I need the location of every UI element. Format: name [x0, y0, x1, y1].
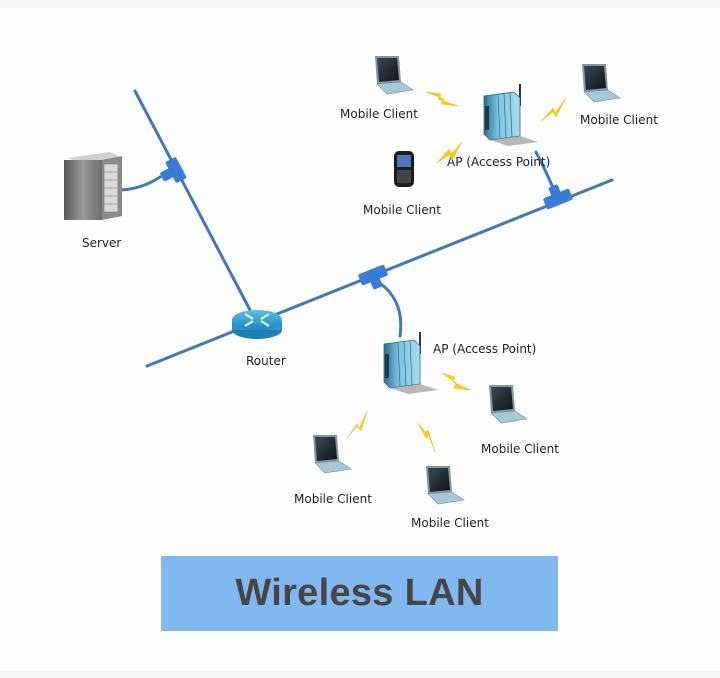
backbone-cable-a [133, 89, 252, 312]
client-top-right-label: Mobile Client [580, 113, 658, 127]
server-tower-icon [64, 152, 122, 220]
lightning-bolt-icon [436, 141, 463, 164]
laptop-icon [582, 64, 621, 103]
laptop-icon [313, 435, 352, 474]
router-label: Router [246, 354, 286, 368]
cables [116, 89, 614, 368]
t-connector-a [160, 157, 187, 183]
router-icon [232, 310, 282, 339]
lightning-bolt-icon [441, 372, 471, 391]
client-bottom-right-label: Mobile Client [481, 442, 559, 456]
access-point-icon [483, 84, 538, 146]
title-banner: Wireless LAN [161, 556, 558, 631]
smartphone-icon [394, 151, 414, 187]
t-connector-b [358, 264, 388, 290]
lightning-bolt-icon [346, 410, 368, 439]
laptop-icon [426, 466, 465, 505]
laptop-icon [375, 56, 414, 95]
ap-top-label: AP (Access Point) [447, 155, 550, 169]
client-top-left-label: Mobile Client [340, 107, 418, 121]
diagram-title: Wireless LAN [235, 572, 484, 614]
bottom-band [0, 671, 720, 678]
lightning-bolt-icon [425, 91, 459, 107]
top-band [0, 0, 720, 8]
lightning-bolt-icon [540, 97, 567, 122]
client-bottom-left-label: Mobile Client [294, 492, 372, 506]
lightning-bolt-icon [417, 422, 436, 453]
client-bottom-mid-label: Mobile Client [411, 516, 489, 530]
client-phone-label: Mobile Client [363, 203, 441, 217]
t-connector-c [543, 184, 573, 210]
laptop-icon [489, 385, 528, 424]
ap-bottom-cable [376, 280, 403, 338]
server-label: Server [82, 236, 121, 250]
server-cable [116, 175, 162, 192]
ap-bottom-label: AP (Access Point) [433, 342, 536, 356]
access-point-icon [383, 332, 438, 394]
